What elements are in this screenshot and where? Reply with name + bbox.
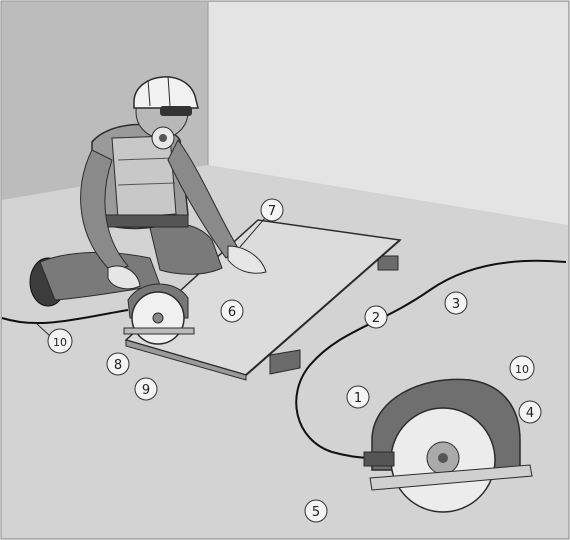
respirator-filter [159,134,167,142]
callout-4: 4 [519,401,541,423]
callout-2: 2 [365,306,387,328]
svg-text:7: 7 [268,204,276,219]
callout-1: 1 [347,386,369,408]
svg-text:5: 5 [312,505,320,520]
svg-text:4: 4 [526,406,534,421]
callout-6: 6 [221,300,243,322]
svg-text:6: 6 [228,305,236,320]
callout-10-left: 10 [48,329,72,353]
board-support-back [378,256,398,270]
callout-3: 3 [445,292,467,314]
callout-5: 5 [305,500,327,522]
svg-text:2: 2 [372,311,380,326]
svg-text:9: 9 [142,383,150,398]
svg-text:10: 10 [53,336,67,349]
safety-goggles-icon [160,106,192,116]
svg-text:3: 3 [452,297,460,312]
svg-text:1: 1 [354,391,362,406]
callout-10-right: 10 [510,356,534,380]
svg-text:8: 8 [114,358,122,373]
tool-belt [96,215,188,227]
callout-8: 8 [107,353,129,375]
callout-9: 9 [135,378,157,400]
svg-text:10: 10 [515,363,529,376]
callout-7: 7 [261,199,283,221]
